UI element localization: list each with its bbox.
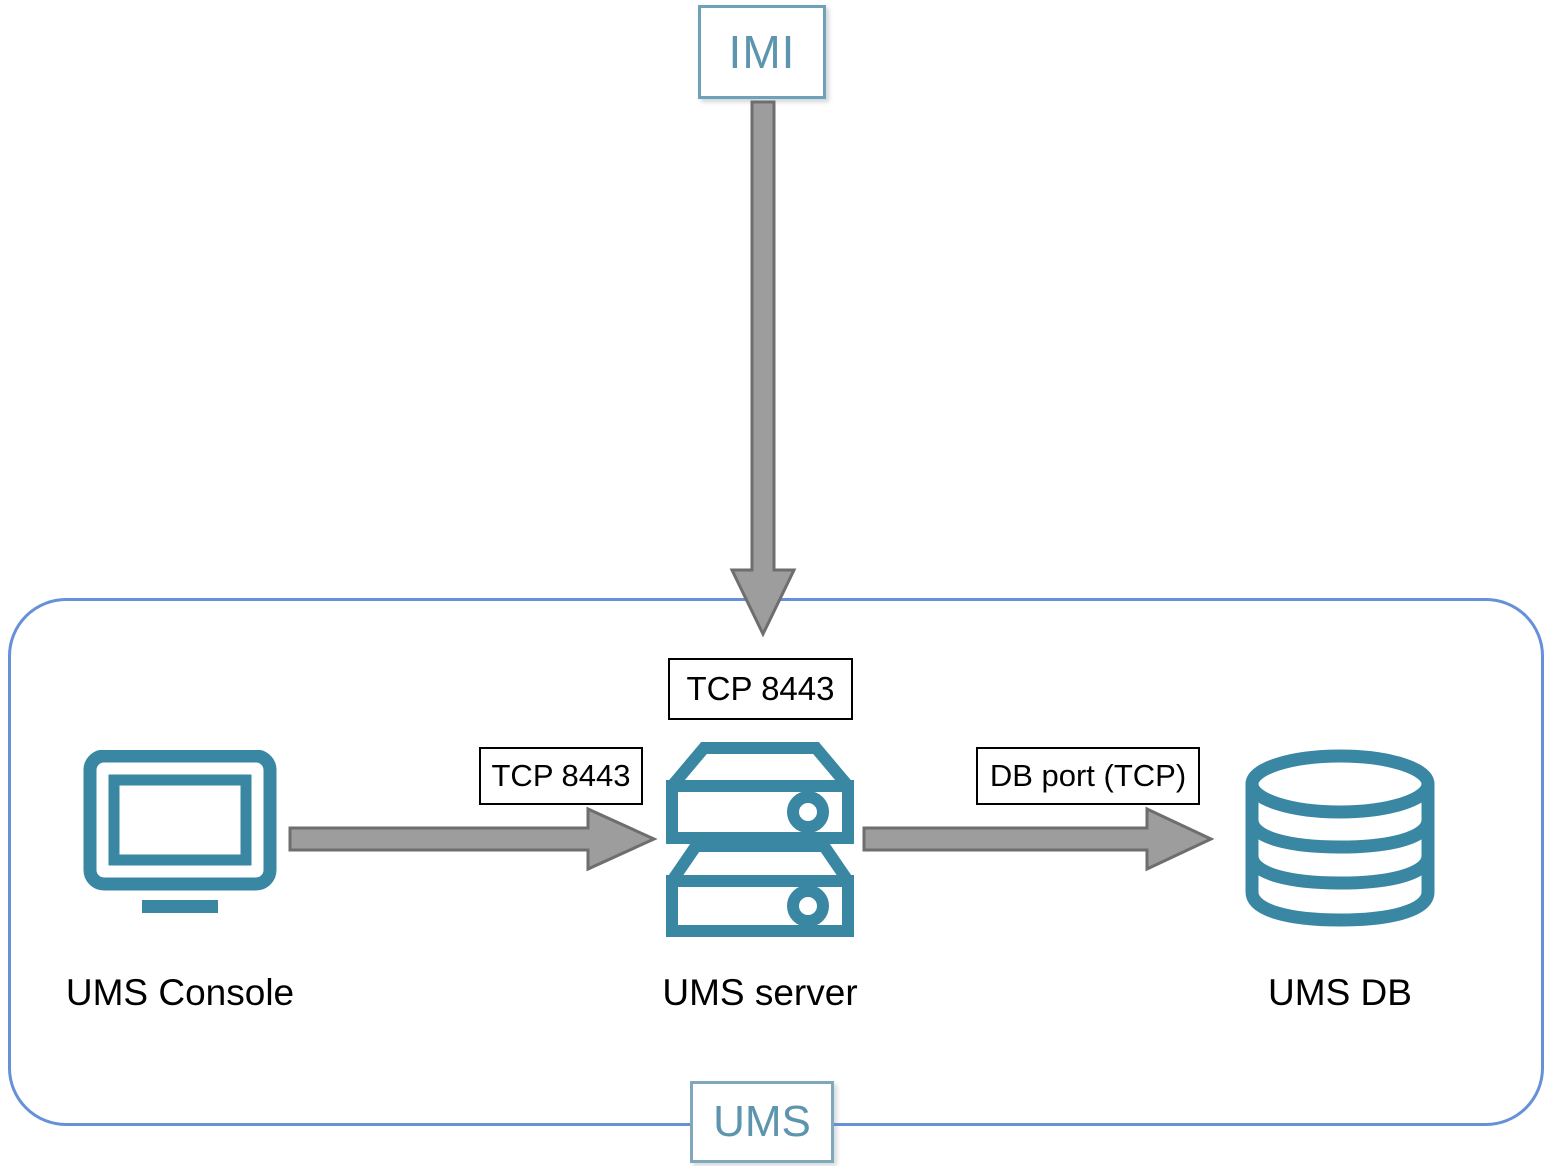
ums-badge-icon: UMS xyxy=(690,1081,834,1163)
monitor-icon xyxy=(83,750,277,913)
imi-badge-label: IMI xyxy=(728,26,796,78)
node-caption-text: UMS DB xyxy=(1268,972,1412,1013)
port-label-server-to-db: DB port (TCP) xyxy=(976,747,1200,805)
arrow-server-to-db xyxy=(862,806,1214,872)
port-label-imi-to-server: TCP 8443 xyxy=(668,658,853,720)
port-label-text: TCP 8443 xyxy=(686,670,835,707)
port-label-console-to-server: TCP 8443 xyxy=(479,747,643,805)
node-caption-ums-server: UMS server xyxy=(620,972,900,1014)
arrow-imi-to-server xyxy=(729,100,797,638)
server-stack-icon xyxy=(666,742,854,937)
port-label-text: DB port (TCP) xyxy=(989,758,1187,793)
node-caption-ums-db: UMS DB xyxy=(1210,972,1470,1014)
arrow-console-to-server xyxy=(288,806,658,872)
port-label-text: TCP 8443 xyxy=(491,758,631,793)
ums-badge-label: UMS xyxy=(713,1097,811,1146)
node-caption-text: UMS server xyxy=(662,972,858,1013)
database-cylinder-icon xyxy=(1245,749,1435,927)
imi-badge-icon: IMI xyxy=(698,5,826,99)
node-caption-ums-console: UMS Console xyxy=(40,972,320,1014)
node-caption-text: UMS Console xyxy=(65,972,295,1013)
